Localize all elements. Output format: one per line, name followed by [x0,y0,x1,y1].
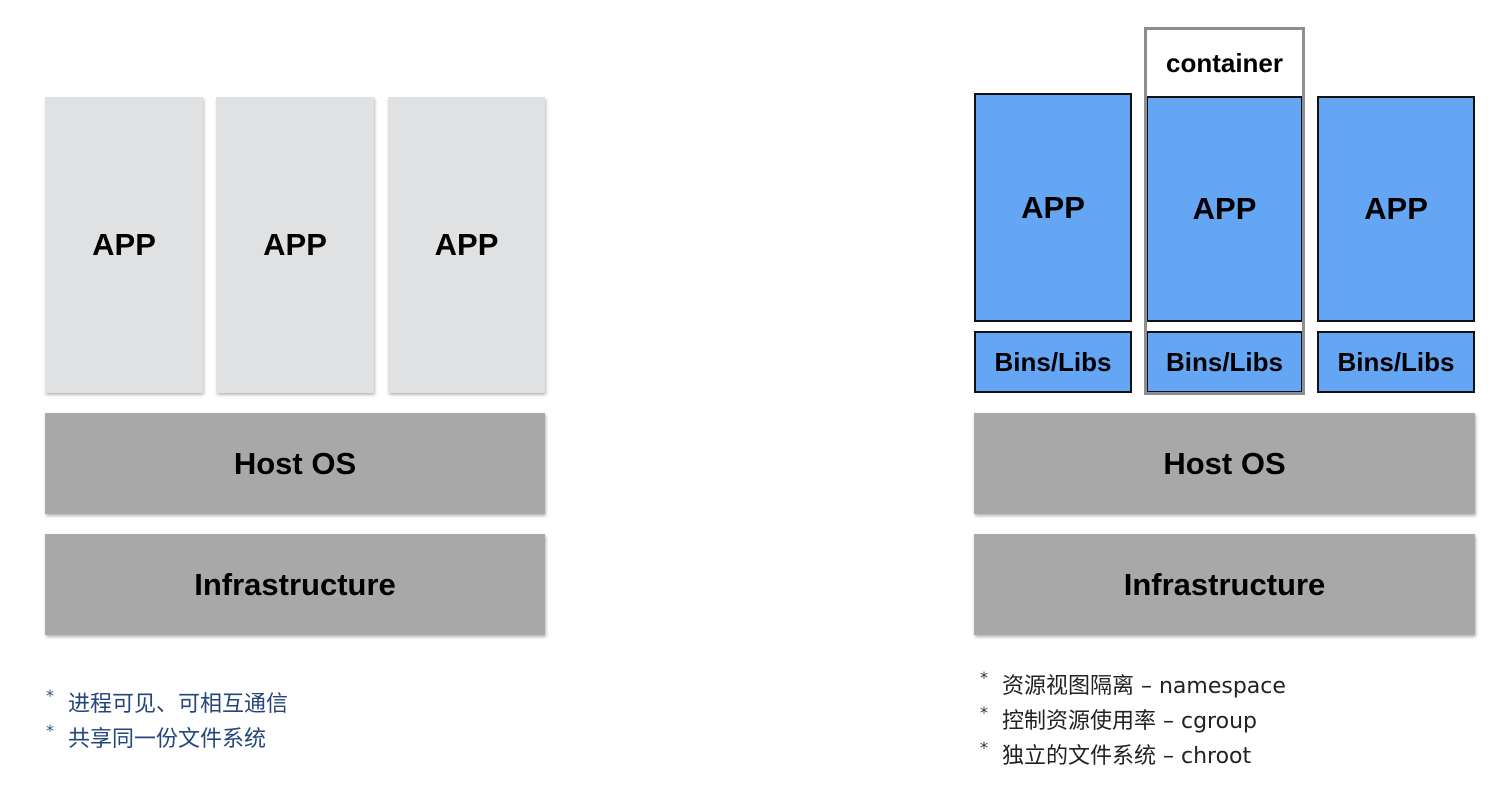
right-app-label-3: APP [1364,191,1428,226]
container-label: container [1165,48,1284,78]
container-outline [1144,27,1305,395]
right-note-3-text: 独立的文件系统 – chroot [1002,743,1252,769]
bullet-asterisk-icon: * [46,720,54,740]
right-bins-libs-label-1: Bins/Libs [994,346,1112,377]
right-host-os-layer: Host OS [974,413,1475,514]
right-host-os-label: Host OS [1163,445,1286,481]
left-host-os-label: Host OS [233,445,357,481]
left-notes-list: * 进程可见、可相互通信 * 共享同一份文件系统 [46,684,288,754]
right-note-1-text: 资源视图隔离 – namespace [1002,673,1286,699]
right-bins-libs-label-2: Bins/Libs [1165,346,1283,377]
left-note-1: * 进程可见、可相互通信 [46,684,288,719]
left-app-box-2: APP [216,97,374,393]
right-app-label-1: APP [1021,189,1085,225]
left-app-label-2: APP [263,227,327,262]
left-infrastructure-layer: Infrastructure [45,534,545,635]
right-infrastructure-label: Infrastructure [1123,566,1326,602]
right-bins-libs-label-3: Bins/Libs [1337,346,1455,377]
right-note-2-text: 控制资源使用率 – cgroup [1002,708,1257,734]
left-app-box-3: APP [388,97,545,393]
left-app-label-3: APP [434,227,499,262]
left-host-os-layer: Host OS [45,413,545,514]
bullet-asterisk-icon: * [46,685,54,705]
right-note-2: * 控制资源使用率 – cgroup [980,701,1286,736]
right-app-label-2: APP [1192,191,1257,226]
bullet-asterisk-icon: * [980,737,988,757]
left-app-label-1: APP [92,227,156,262]
right-app-box-3: APP [1317,96,1475,322]
right-note-1: * 资源视图隔离 – namespace [980,666,1286,701]
bullet-asterisk-icon: * [980,702,988,722]
right-notes-list: * 资源视图隔离 – namespace * 控制资源使用率 – cgroup … [980,666,1286,771]
right-infrastructure-layer: Infrastructure [974,534,1475,635]
right-bins-libs-box-1: Bins/Libs [974,331,1132,393]
left-note-2-text: 共享同一份文件系统 [68,726,267,752]
left-infrastructure-label: Infrastructure [194,566,396,602]
left-note-1-text: 进程可见、可相互通信 [68,691,289,717]
right-app-box-1: APP [974,93,1132,322]
right-app-box-2: APP [1146,96,1303,322]
right-bins-libs-box-3: Bins/Libs [1317,331,1475,393]
left-app-box-1: APP [45,97,203,393]
right-note-3: * 独立的文件系统 – chroot [980,736,1286,771]
left-note-2: * 共享同一份文件系统 [46,719,288,754]
bullet-asterisk-icon: * [980,667,988,687]
